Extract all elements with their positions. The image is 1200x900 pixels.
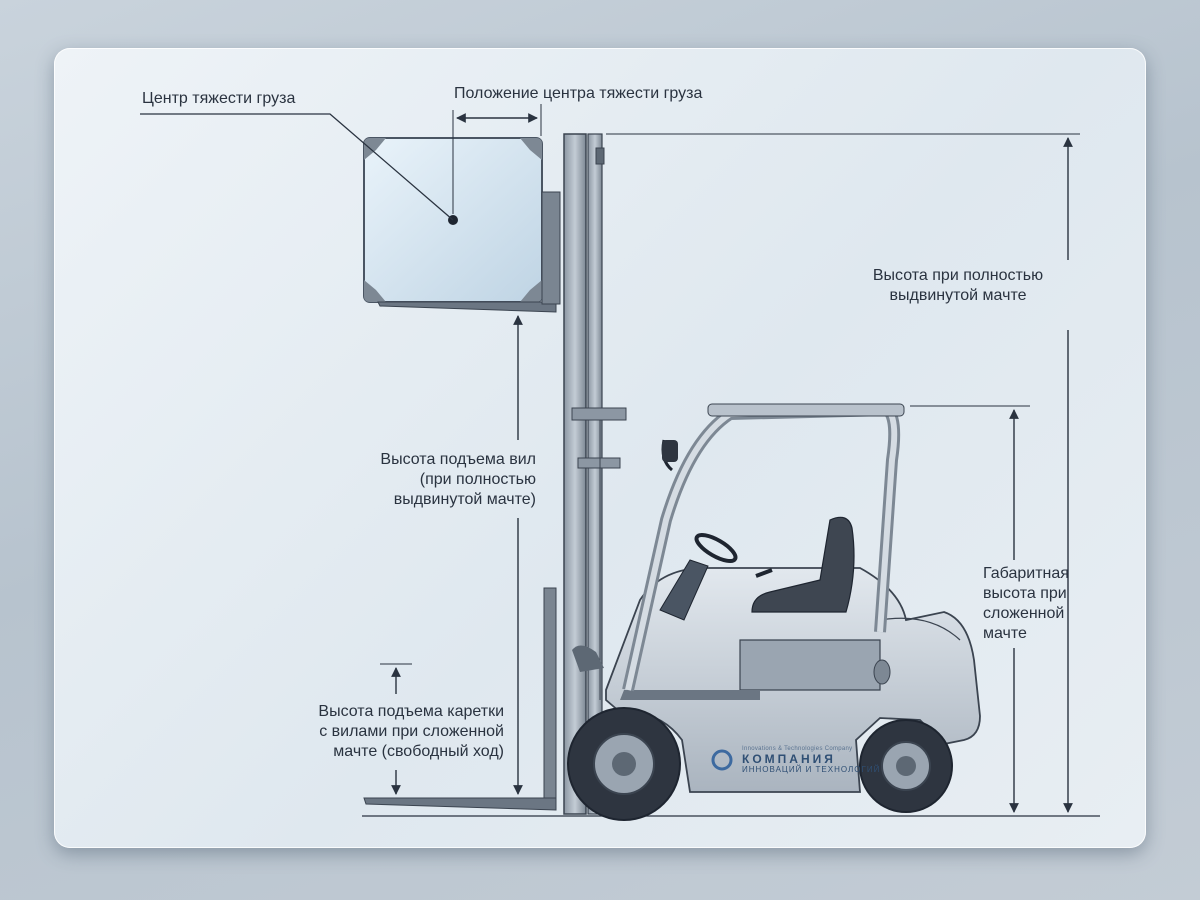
label-overall-height: Габаритная высота при сложенной мачте bbox=[983, 565, 1069, 642]
svg-text:ИННОВАЦИЙ И ТЕХНОЛОГИЙ: ИННОВАЦИЙ И ТЕХНОЛОГИЙ bbox=[742, 765, 880, 774]
tilt-cylinder bbox=[572, 645, 604, 672]
upper-fork bbox=[377, 301, 557, 313]
label-load-center-position: Положение центра тяжести груза bbox=[454, 85, 703, 102]
label-free-lift: Высота подъема каретки с вилами при слож… bbox=[318, 703, 504, 760]
svg-text:КОМПАНИЯ: КОМПАНИЯ bbox=[742, 752, 836, 766]
overhead-guard bbox=[622, 403, 905, 692]
lower-fork bbox=[363, 797, 557, 811]
rear-wheel bbox=[859, 719, 953, 813]
company-logo: Innovations & Technologies Company КОМПА… bbox=[711, 746, 880, 774]
svg-text:Innovations & Technologies Com: Innovations & Technologies Company bbox=[742, 746, 853, 752]
load-center-leader bbox=[140, 113, 454, 221]
front-wheel bbox=[567, 707, 681, 821]
mast bbox=[563, 133, 627, 815]
lower-carriage bbox=[543, 587, 557, 801]
label-load-center: Центр тяжести груза bbox=[142, 90, 296, 107]
upper-carriage bbox=[541, 191, 561, 305]
label-max-height: Высота при полностью выдвинутой мачте bbox=[872, 267, 1044, 304]
label-lift-height: Высота подъема вил (при полностью выдвин… bbox=[380, 451, 536, 508]
